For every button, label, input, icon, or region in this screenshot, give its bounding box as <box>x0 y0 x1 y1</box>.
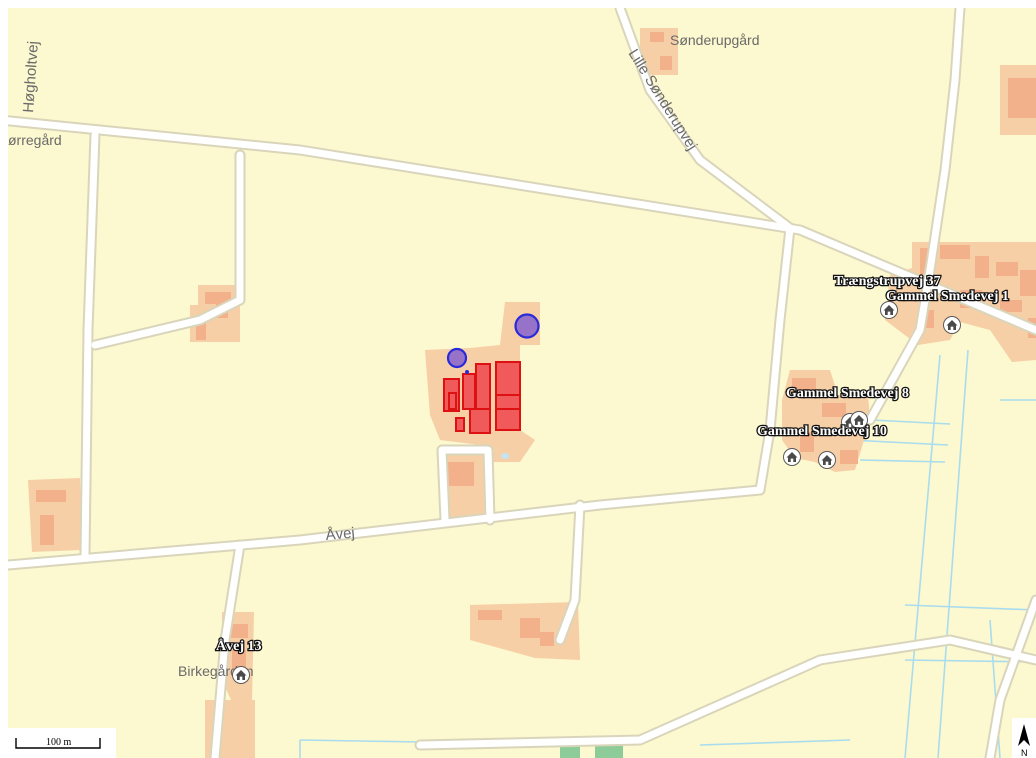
place-label-sonderupgard: Sønderupgård <box>670 32 760 48</box>
address-label-traengstrupvej-37: Trængstrupvej 37 <box>834 274 941 289</box>
project-building-7[interactable] <box>455 417 465 432</box>
point-marker-dot[interactable] <box>465 370 469 374</box>
house-icon[interactable] <box>783 448 801 466</box>
address-label-gammel-smedevej-10: Gammel Smedevej 10 <box>757 424 887 439</box>
project-building-3[interactable] <box>462 373 476 410</box>
frame-left <box>0 0 8 758</box>
frame-top <box>0 0 1036 8</box>
road-label-avej: Åvej <box>325 525 356 544</box>
address-label-gammel-smedevej-1: Gammel Smedevej 1 <box>886 289 1009 304</box>
project-building-4[interactable] <box>475 363 491 411</box>
point-marker-small[interactable] <box>446 347 468 369</box>
house-icon[interactable] <box>232 666 250 684</box>
project-building-6[interactable] <box>469 408 491 434</box>
place-label-norregard: ørregård <box>8 132 62 148</box>
point-marker-large[interactable] <box>514 313 540 339</box>
house-icon[interactable] <box>943 316 961 334</box>
road-label-hogholtvej: Høgholtvej <box>20 41 42 114</box>
scale-bar-label: 100 m <box>46 737 72 748</box>
small-pond <box>501 453 509 459</box>
project-building-2[interactable] <box>448 392 457 410</box>
address-label-avej-13: Åvej 13 <box>216 638 262 654</box>
address-label-gammel-smedevej-8: Gammel Smedevej 8 <box>786 386 909 401</box>
north-arrow-label: N <box>1021 748 1028 758</box>
scale-bar: 100 m <box>8 728 116 758</box>
house-icon[interactable] <box>880 301 898 319</box>
field-boundaries <box>299 349 1036 758</box>
house-icon[interactable] <box>818 451 836 469</box>
project-buildings[interactable] <box>443 361 521 434</box>
point-markers[interactable] <box>446 313 540 460</box>
north-arrow-icon: N <box>1012 718 1036 758</box>
